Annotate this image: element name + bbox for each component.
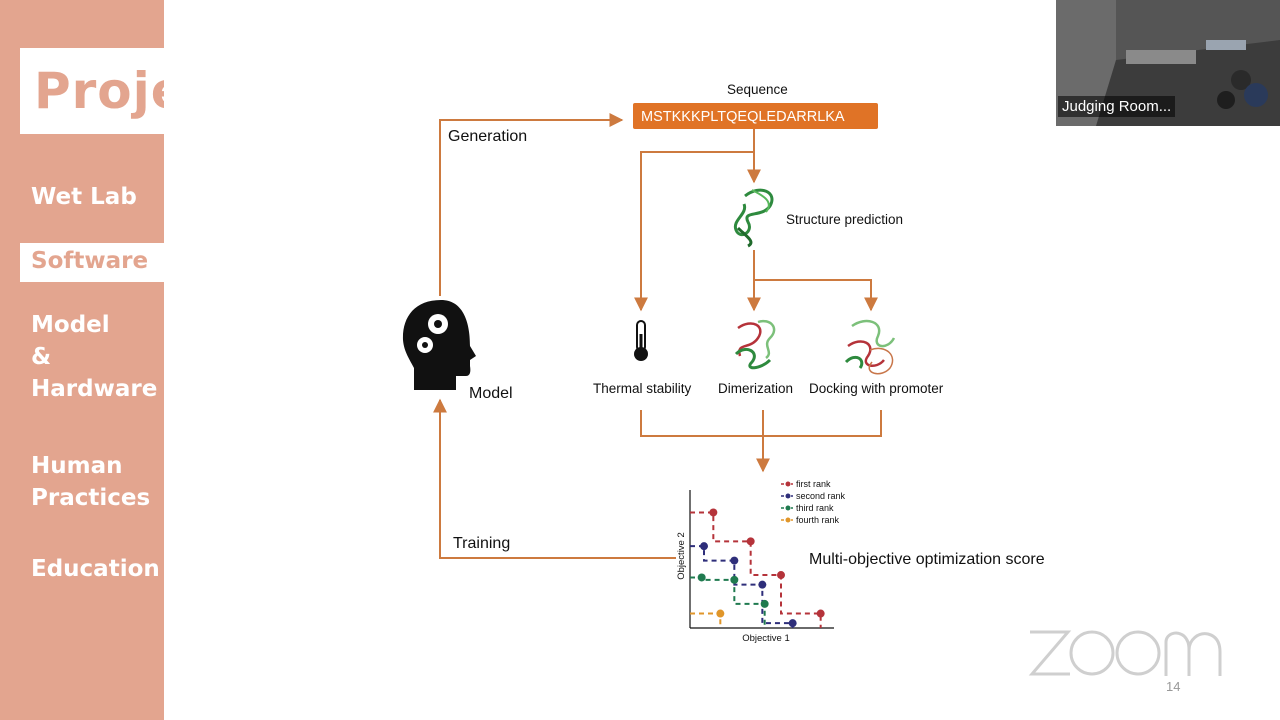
thermal-stability-label: Thermal stability [593,381,692,396]
chart-x-label: Objective 1 [742,633,790,644]
data-point [709,508,718,517]
legend-marker [785,493,791,499]
sequence-branch-arrows [634,129,761,312]
legend-marker [785,505,791,511]
sequence-title: Sequence [727,82,788,97]
page-number: 14 [1166,679,1181,694]
nav-item-human-practices[interactable]: Human Practices [31,453,151,511]
merge-arrows [640,410,882,473]
data-point [697,573,706,582]
data-point [730,575,739,584]
data-point [760,599,769,608]
slide-sidebar: Project Wet Lab Software Model & Hardwar… [0,0,164,720]
docking-label: Docking with promoter [809,381,944,396]
data-point [758,580,767,589]
nav-item-education[interactable]: Education [31,556,160,582]
model-head-icon [402,300,476,390]
series-line-4 [690,612,722,628]
participant-name: Judging Room... [1058,96,1176,117]
structure-branch-arrows [747,250,878,312]
data-point [788,619,797,628]
pareto-chart: Objective 1 Objective 2 first rank second… [676,479,846,644]
nav-active-highlight [20,243,164,282]
dimerization-protein-icon [734,319,776,370]
zoom-watermark-icon [1028,630,1222,676]
thermometer-icon [634,320,648,361]
legend-label: second rank [796,491,846,501]
legend-label: first rank [796,479,831,489]
docking-protein-icon [844,319,896,375]
chart-series-group [690,508,825,628]
nav-item-wet-lab[interactable]: Wet Lab [31,184,137,210]
data-point [777,571,785,580]
data-point [716,609,725,618]
data-point [746,537,755,546]
project-logo: Project [20,48,164,134]
series-line-2 [690,545,794,628]
nav-item-software[interactable]: Software [31,248,149,274]
generation-arrow [439,113,624,296]
legend-label: fourth rank [796,515,840,525]
dimerization-label: Dimerization [718,381,793,396]
training-arrow [433,398,676,559]
data-point [700,542,708,551]
structure-prediction-label: Structure prediction [786,212,903,227]
participant-video-tile[interactable]: Judging Room... [1056,0,1280,126]
sequence-text: MSTKKKPLTQEQLEDARRLKA [641,109,845,125]
protein-structure-icon [733,188,774,248]
nav-item-model-hardware[interactable]: Model & Hardware [31,312,158,402]
legend-label: third rank [796,503,834,513]
project-logo-text: Project [34,62,164,120]
legend-marker [785,517,791,523]
generation-label: Generation [448,128,527,145]
sequence-box [633,103,878,129]
series-line-1 [690,511,822,628]
chart-y-label: Objective 2 [676,532,687,580]
data-point [730,556,739,565]
optimization-score-label: Multi-objective optimization score [809,551,1045,568]
model-label: Model [469,385,513,402]
legend-marker [785,481,791,487]
data-point [816,609,825,618]
training-label: Training [453,535,510,552]
chart-legend: first rank second rank third rank fourth ra… [781,479,846,525]
